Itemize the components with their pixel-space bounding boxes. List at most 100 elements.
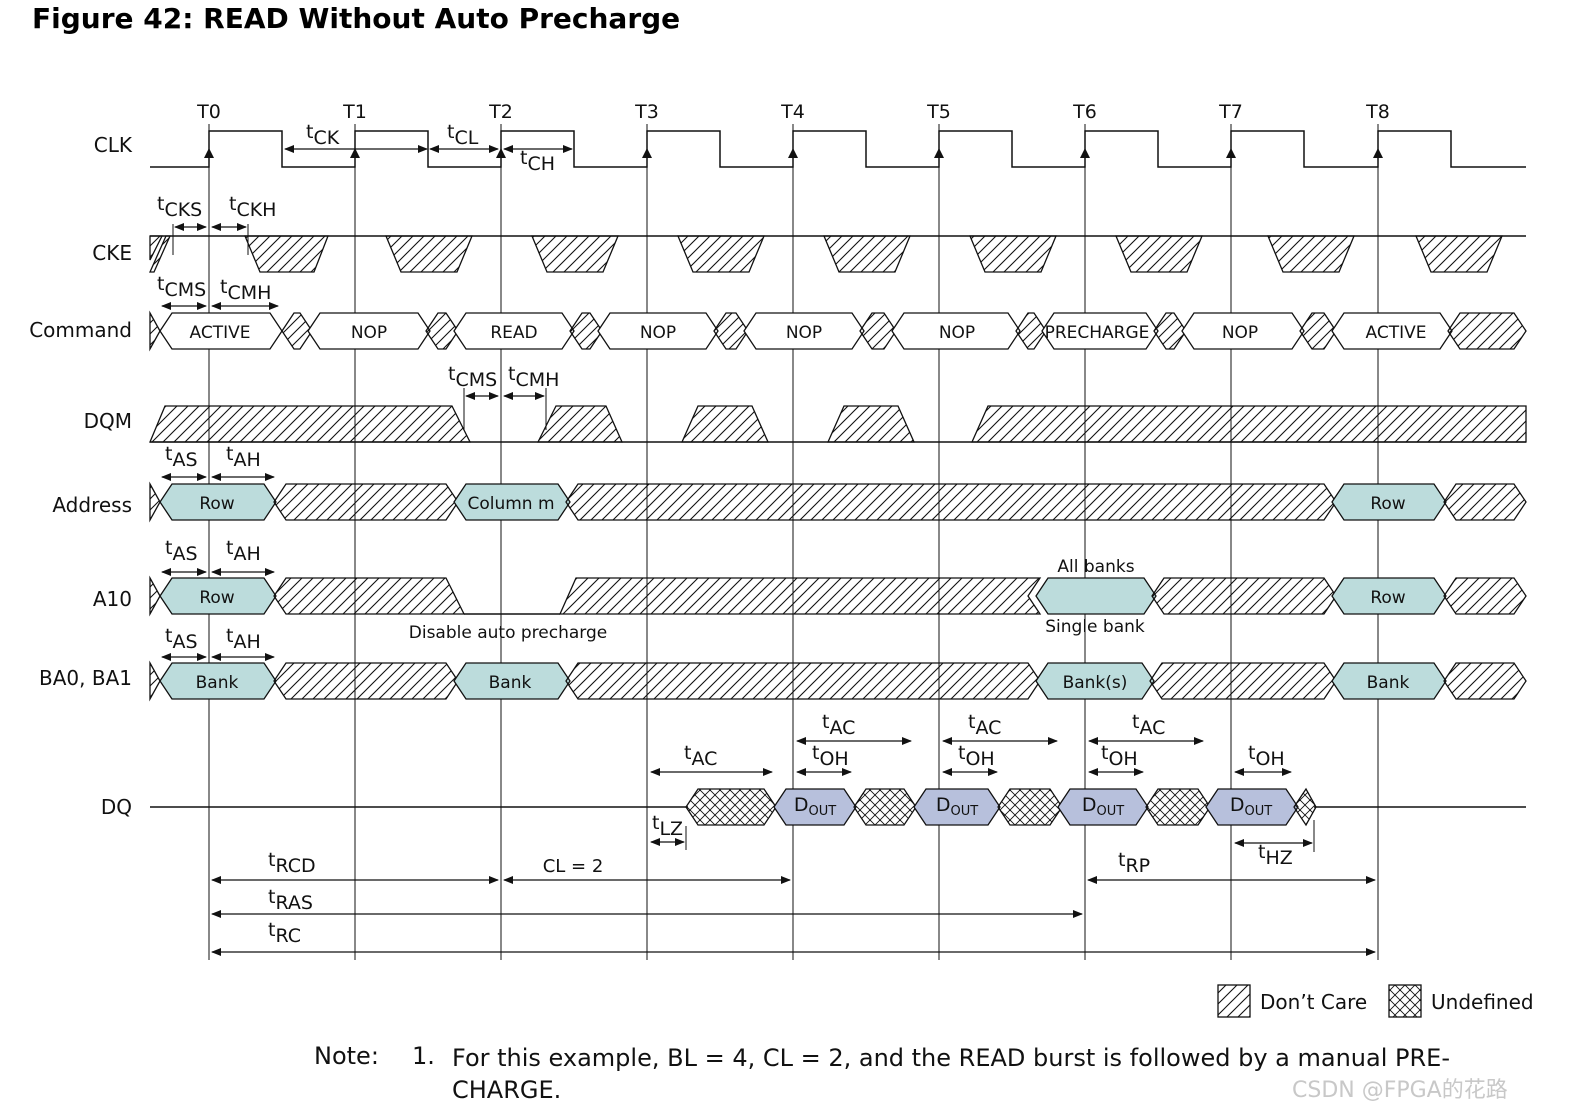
trp-label: tRP (1118, 849, 1150, 877)
cke-dontcare-7 (1267, 235, 1355, 273)
cke-dontcare-1 (385, 235, 473, 273)
a10-segment-1 (1151, 577, 1337, 615)
tah-label-ba: tAH (226, 625, 261, 653)
cke-dontcare-3 (677, 235, 765, 273)
dq-segment-2 (853, 788, 917, 826)
clock-label-T6: T6 (1072, 101, 1097, 123)
trc-label: tRC (268, 919, 301, 947)
clock-label-T7: T7 (1218, 101, 1243, 123)
signal-label-a10: A10 (93, 587, 132, 611)
tac-label-3: tAC (1132, 711, 1165, 739)
dq-dout-label-0: DOUT (794, 794, 836, 819)
cke-dontcare-4 (823, 235, 911, 273)
a10-dontcare-start (149, 575, 161, 617)
a10-segment-0 (1035, 577, 1157, 615)
clk-edge-arrow-0 (204, 148, 214, 158)
tckh-label: tCKH (229, 193, 276, 221)
command-segment-13 (1153, 312, 1187, 350)
dq-dout-label-1: DOUT (936, 794, 978, 819)
signal-label-dqm: DQM (84, 409, 132, 433)
clk-edge-arrow-1 (350, 148, 360, 158)
cl-equals-label: CL = 2 (543, 856, 604, 877)
legend-undefined-label: Undefined (1431, 990, 1534, 1014)
command-segment-3 (425, 312, 459, 350)
dq-undefined-tail (1293, 787, 1317, 827)
toh-label-1: tOH (812, 742, 849, 770)
command-precharge-label: PRECHARGE (1045, 323, 1150, 343)
dq-segment-6 (1145, 788, 1211, 826)
cke-dontcare-2 (531, 235, 619, 273)
clock-label-T0: T0 (196, 101, 221, 123)
tcks-label: tCKS (157, 193, 202, 221)
command-segment-15 (1299, 312, 1337, 350)
tas-label-ba: tAS (165, 625, 198, 653)
dq-dout-label-2: DOUT (1082, 794, 1124, 819)
toh-label-4: tOH (1248, 742, 1285, 770)
cke-dontcare-0 (244, 235, 329, 273)
note-text: For this example, BL = 4, CL = 2, and th… (452, 1044, 1450, 1104)
legend-undefined-swatch (1388, 984, 1422, 1018)
a10-segment-3 (1443, 577, 1527, 615)
ba-segment-5 (1149, 662, 1337, 700)
clk-edge-arrow-2 (496, 148, 506, 158)
command-nop-label: NOP (351, 323, 387, 343)
clk-edge-arrow-3 (642, 148, 652, 158)
tas-label-a10: tAS (165, 537, 198, 565)
command-segment-17 (1447, 312, 1527, 350)
signal-label-command: Command (29, 318, 132, 342)
clock-label-T1: T1 (342, 101, 367, 123)
a10-dontcare-0 (273, 577, 466, 615)
command-dontcare-start (149, 310, 161, 352)
a10-row-label: Row (199, 588, 234, 608)
address-row-label-2: Row (1370, 494, 1405, 514)
clock-label-T4: T4 (780, 101, 805, 123)
dqm-dontcare-2 (680, 405, 770, 443)
address-column-label: Column m (467, 494, 554, 514)
address-segment-5 (1443, 483, 1527, 521)
command-segment-7 (713, 312, 749, 350)
figure-title: Figure 42: READ Without Auto Precharge (32, 2, 681, 35)
dqm-dontcare-1 (536, 405, 624, 443)
clk-edge-arrow-5 (934, 148, 944, 158)
tcmh-dqm-label: tCMH (508, 363, 559, 391)
signal-label-address: Address (52, 493, 132, 517)
command-nop-label: NOP (1222, 323, 1258, 343)
clk-edge-arrow-4 (788, 148, 798, 158)
signal-label-ba: BA0, BA1 (39, 666, 132, 690)
tac-label-0: tAC (684, 742, 717, 770)
note-label: Note: (314, 1042, 379, 1070)
toh-label-2: tOH (958, 742, 995, 770)
cke-dontcare-8 (1415, 235, 1503, 273)
tcmh-label: tCMH (220, 276, 271, 304)
ba-banks-label: Bank(s) (1063, 673, 1128, 693)
command-nop-label: NOP (939, 323, 975, 343)
clk-waveform (150, 130, 1526, 168)
address-segment-3 (565, 483, 1337, 521)
dqm-dontcare-3 (826, 405, 916, 443)
clock-label-T3: T3 (634, 101, 659, 123)
signal-label-clk: CLK (94, 133, 133, 157)
tcms-dqm-label: tCMS (448, 363, 497, 391)
dqm-dontcare-0 (149, 405, 472, 443)
command-active-label: ACTIVE (190, 323, 251, 343)
tch-label: tCH (520, 147, 555, 175)
ba-bank-label-2: Bank (489, 673, 532, 693)
trcd-label: tRCD (268, 849, 316, 877)
command-nop-label: NOP (640, 323, 676, 343)
a10-row-label-2: Row (1370, 588, 1405, 608)
signal-label-dq: DQ (101, 795, 132, 819)
ba-segment-3 (565, 662, 1041, 700)
tcl-label: tCL (447, 121, 479, 149)
single-bank-label: Single bank (1045, 617, 1145, 637)
signal-label-cke: CKE (92, 241, 132, 265)
tcms-label: tCMS (157, 273, 206, 301)
dq-dout-label-3: DOUT (1230, 794, 1272, 819)
dqm-dontcare-4 (970, 405, 1527, 443)
clk-edge-arrow-8 (1373, 148, 1383, 158)
legend-dontcare-label: Don’t Care (1260, 990, 1367, 1014)
a10-dontcare-1 (558, 577, 1042, 615)
clock-label-T2: T2 (488, 101, 513, 123)
ba-dontcare-start (149, 660, 161, 702)
dq-segment-0 (685, 788, 777, 826)
